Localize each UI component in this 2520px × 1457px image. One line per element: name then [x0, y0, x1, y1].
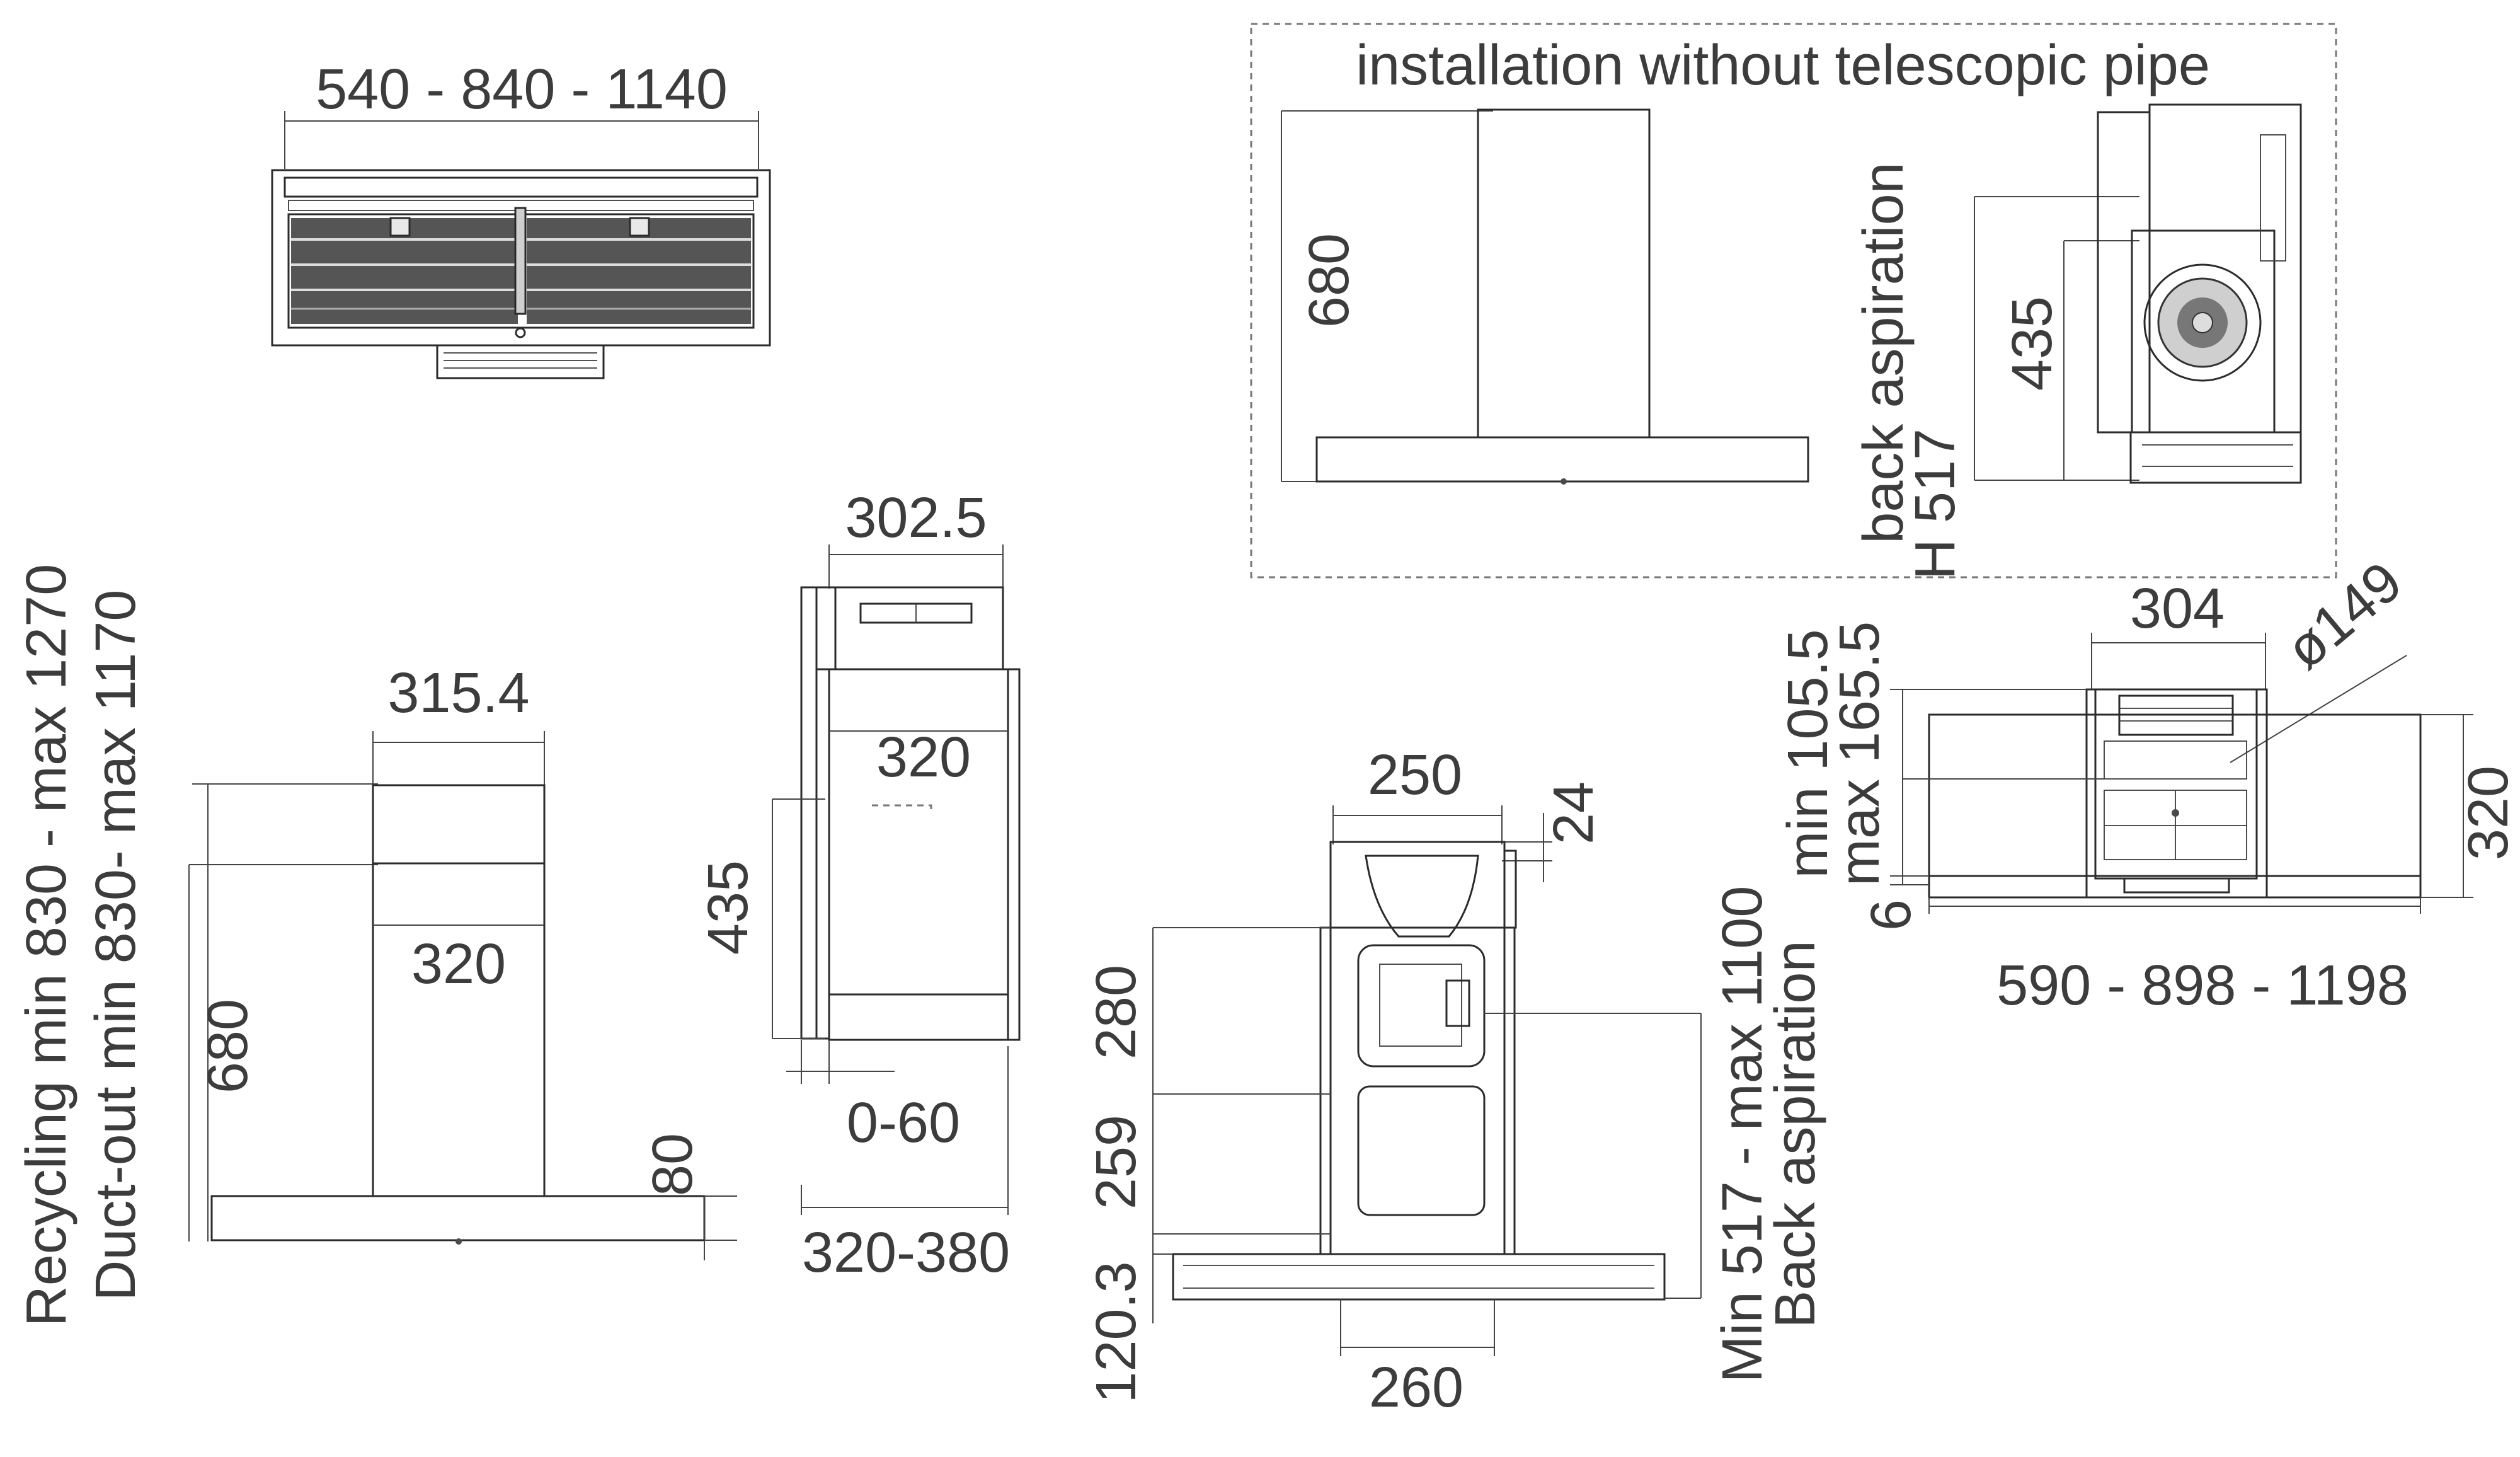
detail-min-label: min 105.5 — [1777, 629, 1840, 878]
rear-bottom-width-label: 260 — [1369, 1356, 1463, 1419]
front-panel-view: 540 - 840 - 1140 — [271, 58, 771, 379]
rear-top-offset-label: 24 — [1542, 781, 1605, 844]
recycling-height-label: Recycling min 830 - max 1270 — [15, 564, 78, 1327]
chimney-height-label: 680 — [197, 999, 260, 1093]
installation-box: installation without telescopic pipe 680… — [1250, 23, 2337, 580]
side-view: 302.5 320 435 0-60 320-380 — [697, 487, 1021, 1284]
rear-view: 250 24 280 259 120.3 260 — [1085, 744, 1827, 1419]
front-width-label: 540 - 840 - 1140 — [316, 58, 728, 121]
canopy-thickness-label: 80 — [641, 1133, 704, 1196]
side-top-depth-label: 302.5 — [845, 487, 987, 550]
side-total-depth-label: 320-380 — [802, 1221, 1010, 1284]
rear-middle-height-label: 259 — [1085, 1115, 1148, 1209]
front-view: 315.4 320 80 680 Recycling min 830 - max… — [15, 564, 737, 1327]
detail-height-label: 320 — [2457, 766, 2520, 860]
rear-bottom-height-label: 120.3 — [1085, 1261, 1148, 1403]
installation-title: installation without telescopic pipe — [1356, 34, 2210, 97]
side-wall-gap-label: 0-60 — [847, 1091, 960, 1155]
rear-upper-height-label: 280 — [1085, 965, 1148, 1059]
side-chimney-depth-label: 320 — [876, 726, 971, 789]
rear-minmax-line1: Min 517 - max 1100 — [1711, 886, 1774, 1383]
detail-max-label: max 165.5 — [1828, 621, 1891, 886]
install-height-label: 680 — [1298, 233, 1361, 328]
detail-thickness-label: 6 — [1860, 899, 1923, 931]
rear-minmax-line2: Back aspiration — [1764, 940, 1827, 1328]
back-aspiration-line1: back aspiration — [1852, 162, 1915, 543]
detail-diameter-label: ø149 — [2274, 550, 2414, 681]
top-detail-view: 304 ø149 min 105.5 max 165.5 6 320 — [1777, 550, 2520, 1017]
detail-total-width-label: 590 - 898 - 1198 — [1996, 954, 2408, 1017]
rear-top-width-label: 250 — [1368, 744, 1462, 807]
chimney-top-width-label: 315.4 — [387, 662, 529, 725]
chimney-width-label: 320 — [411, 933, 506, 996]
install-inner-height-label: 435 — [2001, 296, 2064, 391]
back-aspiration-line2: H 517 — [1904, 429, 1967, 580]
detail-width-label: 304 — [2130, 577, 2225, 640]
ductout-height-label: Duct-out min 830- max 1170 — [84, 590, 147, 1301]
side-wall-height-label: 435 — [697, 860, 760, 955]
